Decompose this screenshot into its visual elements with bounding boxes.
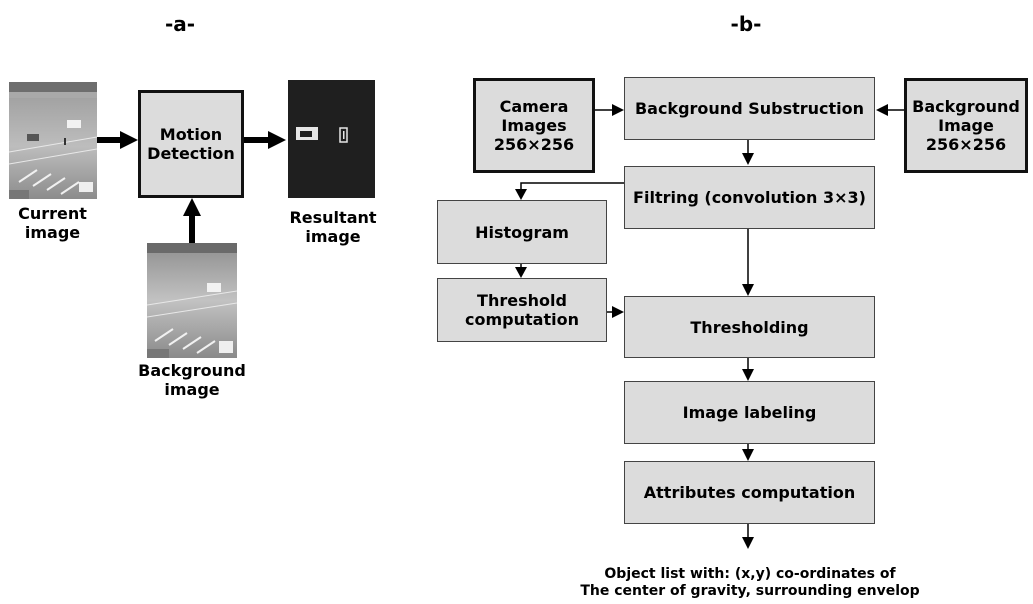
resultant-image-label: Resultant image [278, 208, 388, 246]
arrow-filter-to-histogram [520, 182, 624, 190]
output-description: Object list with: (x,y) co-ordinates of … [530, 566, 970, 600]
background-image-box: Background Image 256×256 [904, 78, 1028, 173]
arrow-attributes-to-output-head [742, 537, 754, 549]
background-subtraction-box: Background Substruction [624, 77, 875, 140]
thresholding-label: Thresholding [690, 317, 809, 337]
background-image-box-line2: Image [938, 116, 994, 135]
arrow-histogram-to-threshold-head [515, 267, 527, 278]
thresholding-box: Thresholding [624, 296, 875, 358]
attributes-computation-box: Attributes computation [624, 461, 875, 524]
resultant-image-label-line2: image [305, 227, 361, 246]
camera-images-line1: Camera [499, 97, 569, 116]
current-image-label-line1: Current [18, 204, 87, 223]
arrow-current-to-motion-head [120, 131, 138, 149]
attributes-computation-label: Attributes computation [643, 483, 856, 502]
output-description-line2: The center of gravity, surrounding envel… [580, 583, 920, 599]
background-image-label-line2: image [164, 380, 220, 399]
arrow-background-to-motion-head [183, 198, 201, 216]
panel-b-title: -b- [730, 12, 762, 36]
camera-images-line2: Images [501, 116, 567, 135]
current-image-label: Current image [0, 204, 105, 242]
output-description-line1: Object list with: (x,y) co-ordinates of [604, 566, 896, 582]
resultant-image-label-line1: Resultant [289, 208, 377, 227]
camera-images-line3: 256×256 [493, 135, 575, 154]
threshold-computation-box: Threshold computation [437, 278, 607, 342]
arrow-threshold-to-thresholding-head [612, 306, 624, 318]
background-image-photo [147, 243, 237, 358]
arrow-bgimage-to-subtraction-head [876, 104, 888, 116]
motion-detection-box: Motion Detection [138, 90, 244, 198]
arrow-motion-to-result-head [268, 131, 286, 149]
background-image-box-line1: Background [912, 97, 1020, 116]
arrow-filter-to-histogram-head [515, 189, 527, 200]
filtering-box: Filtring (convolution 3×3) [624, 166, 875, 229]
arrow-filter-to-thresholding-head [742, 284, 754, 296]
histogram-label: Histogram [475, 222, 569, 242]
image-labeling-box: Image labeling [624, 381, 875, 444]
motion-detection-line2: Detection [147, 144, 235, 163]
arrow-subtraction-to-filter-head [742, 153, 754, 165]
threshold-computation-line2: computation [465, 310, 579, 329]
background-image-label: Background image [128, 361, 256, 399]
arrow-camera-to-subtraction-head [612, 104, 624, 116]
arrow-thresholding-to-labeling-head [742, 369, 754, 381]
motion-detection-line1: Motion [159, 125, 223, 144]
camera-images-box: Camera Images 256×256 [473, 78, 595, 173]
image-labeling-label: Image labeling [682, 403, 817, 422]
current-image-label-line2: image [24, 223, 81, 242]
background-subtraction-label: Background Substruction [634, 99, 865, 118]
background-image-label-line1: Background [138, 361, 246, 380]
current-image-photo [9, 82, 97, 199]
histogram-box: Histogram [437, 200, 607, 264]
background-image-box-line3: 256×256 [925, 135, 1007, 154]
filtering-label: Filtring (convolution 3×3) [633, 188, 866, 207]
threshold-computation-line1: Threshold [477, 291, 567, 310]
resultant-image [288, 80, 375, 198]
panel-a-title: -a- [164, 12, 196, 36]
arrow-labeling-to-attributes-head [742, 449, 754, 461]
